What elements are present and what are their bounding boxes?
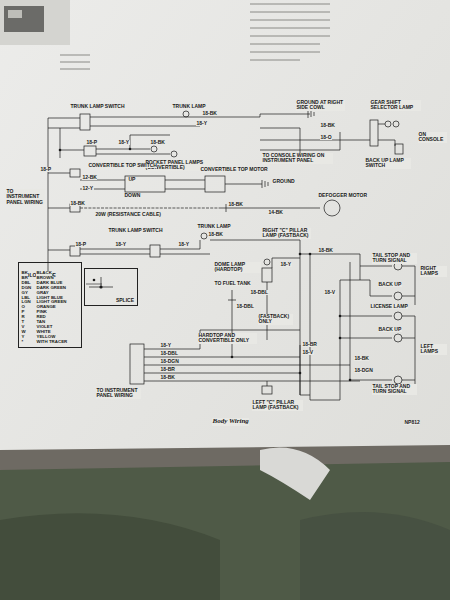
component-label: BACK UP [378, 327, 402, 332]
component-label: LICENSE LAMP [370, 304, 408, 309]
wire-gauge-color: 18-O [320, 135, 332, 140]
wire-gauge-color: 14-BK [268, 210, 283, 215]
component-label: LEFT "C" PILLAR LAMP (FASTBACK) [252, 400, 303, 411]
wire-gauge-color: 18-BK [320, 123, 335, 128]
wire-gauge-color: 18-Y [115, 242, 127, 247]
component-label: DOWN [124, 193, 141, 198]
wire-gauge-color: 20W (RESISTANCE CABLE) [95, 212, 161, 217]
wire-gauge-color: 18-P [86, 140, 98, 145]
component-label: TRUNK LAMP [197, 224, 231, 229]
component-label: TAIL STOP AND TURN SIGNAL [372, 384, 417, 395]
splice-symbol [87, 273, 117, 293]
component-label: TO CONSOLE WIRING ON INSTRUMENT PANEL [262, 153, 333, 164]
wire-gauge-color: 18-Y [280, 262, 292, 267]
wire-gauge-color: 18-Y [196, 121, 208, 126]
wire-gauge-color: 18-BR [302, 342, 317, 347]
wire-gauge-color: 18-BK [150, 140, 165, 145]
wire-gauge-color: 18-Y [160, 343, 172, 348]
component-label: TO INSTRUMENT PANEL WIRING [6, 189, 45, 205]
component-label: TO FUEL TANK [214, 281, 251, 286]
wire-gauge-color: 18-BK [354, 356, 369, 361]
component-label: RIGHT "C" PILLAR LAMP (FASTBACK) [262, 228, 311, 239]
wire-gauge-color: 18-DBL [160, 351, 179, 356]
wire-gauge-color: 18-P [40, 167, 52, 172]
wire-gauge-color: 18-BK [160, 375, 175, 380]
component-label: GROUND AT RIGHT SIDE COWL [296, 100, 345, 111]
component-label: TO INSTRUMENT PANEL WIRING [96, 388, 141, 399]
wire-gauge-color: 18-DBL [236, 304, 255, 309]
wire-gauge-color: 12-Y [82, 186, 94, 191]
wire-gauge-color: 18-BK [318, 248, 333, 253]
wire-gauge-color: 18-BR [160, 367, 175, 372]
component-label: NP812 [404, 420, 420, 425]
wire-gauge-color: 18-DGN [160, 359, 179, 364]
wire-gauge-color: 18-P [75, 242, 87, 247]
component-label: TAIL STOP AND TURN SIGNAL [372, 253, 417, 264]
wire-gauge-color: 18-BK [202, 111, 217, 116]
wire-gauge-color: 12-BK [82, 175, 97, 180]
component-label: TRUNK LAMP SWITCH [108, 228, 163, 233]
color-abbreviation: * [21, 340, 24, 345]
component-label: (FASTBACK) ONLY [258, 314, 293, 325]
component-label: TRUNK LAMP [172, 104, 206, 109]
component-label: DOME LAMP (HARDTOP) [214, 262, 261, 273]
component-label: CONVERTIBLE TOP SWITCH [88, 163, 157, 168]
wire-gauge-color: 18-BK [208, 232, 223, 237]
component-label: HARDTOP AND CONVERTIBLE ONLY [198, 333, 257, 344]
wire-gauge-color: 18-Y [118, 140, 130, 145]
component-label: BACK UP LAMP SWITCH [365, 158, 411, 169]
component-label: TRUNK LAMP SWITCH [70, 104, 125, 109]
component-label: RIGHT LAMPS [420, 266, 447, 277]
wire-gauge-color: 18-DBL [250, 290, 269, 295]
box-heading: SPLICE [115, 298, 135, 304]
wire-gauge-color: 18-BK [70, 201, 85, 206]
component-label: UP [128, 177, 136, 182]
wire-gauge-color: 18-DGN [354, 368, 373, 373]
splice-key-box: SPLICE [84, 268, 138, 306]
component-label: BACK UP [378, 282, 402, 287]
wire-gauge-color: 18-BK [228, 202, 243, 207]
wire-gauge-color: 18-V [302, 350, 314, 355]
component-label: GEAR SHIFT SELECTOR LAMP [370, 100, 421, 111]
color-name: WITH TRACER [36, 340, 68, 345]
component-label: GROUND [272, 179, 295, 184]
component-label: CONVERTIBLE TOP MOTOR [200, 167, 268, 172]
component-label: LEFT LAMPS [420, 344, 447, 355]
wire-gauge-color: 18-V [324, 290, 336, 295]
component-label: DEFOGGER MOTOR [318, 193, 368, 198]
component-label: ON CONSOLE [418, 132, 447, 143]
diagram-title: Body Wiring [212, 418, 249, 426]
wire-gauge-color: 18-Y [178, 242, 190, 247]
